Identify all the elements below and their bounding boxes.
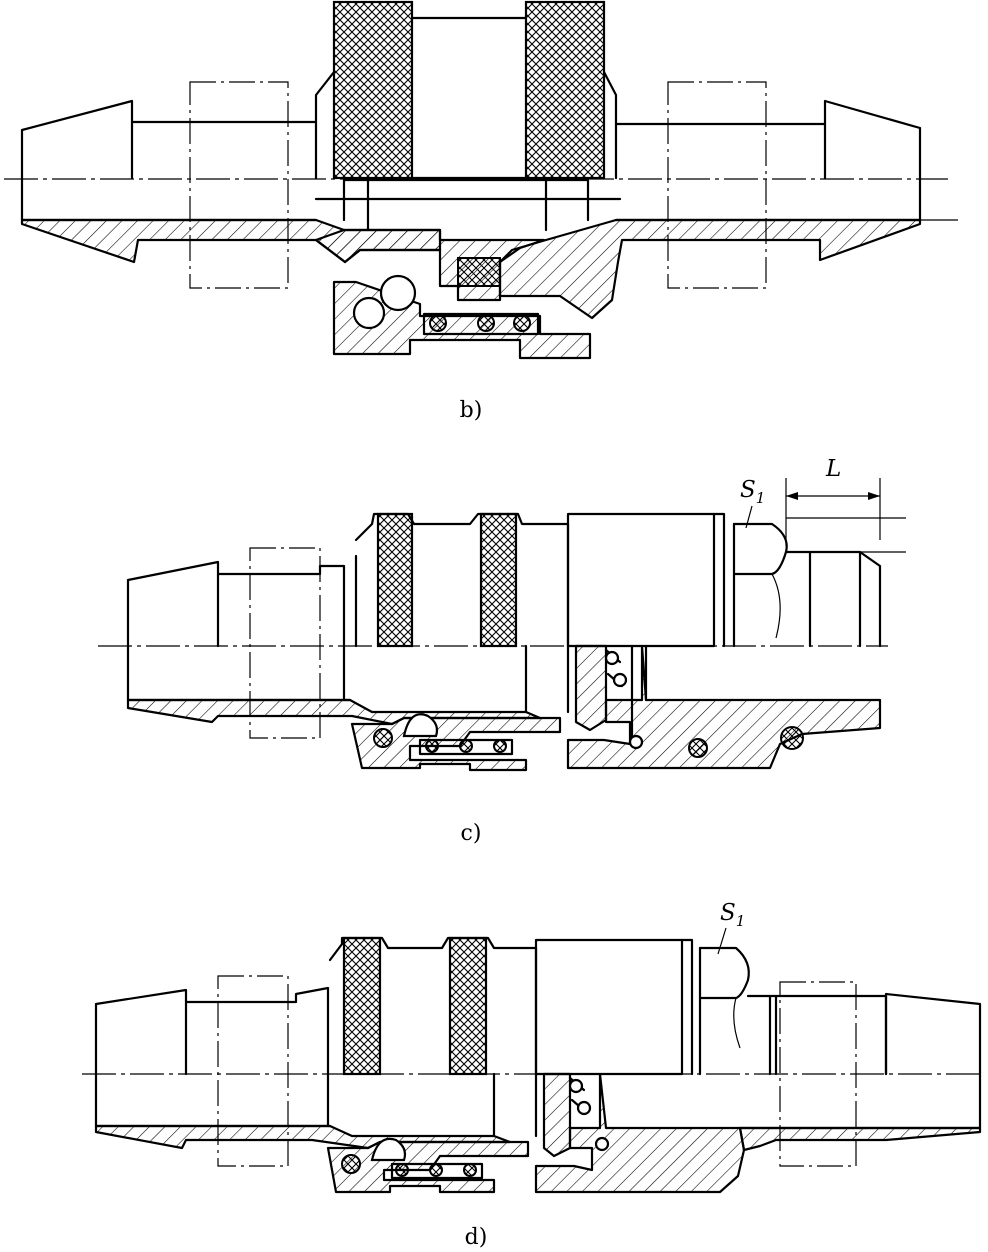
o-ring-c-3 [780, 726, 804, 750]
knurled-ring-right-b [524, 0, 606, 180]
knurled-ring-left-b [332, 0, 414, 180]
sectioned-sleeve-c [350, 716, 562, 772]
sectioned-body-right-b [498, 218, 922, 320]
hose-barb-left-c [126, 560, 352, 702]
spring-coil-d-6 [463, 1163, 477, 1177]
plug-body-c [784, 550, 882, 648]
coupling-drawing-b: b) [4, 0, 958, 423]
spring-coil-b-2 [477, 314, 495, 332]
coupler-sleeve-d [534, 938, 684, 1076]
sectioned-valve-d [542, 1072, 572, 1158]
caption-d: d) [465, 1225, 488, 1250]
coupling-drawing-d: S1 d) [82, 900, 982, 1250]
o-ring-c-2 [688, 738, 708, 758]
coupling-drawing-c: L S1 c) [98, 456, 906, 846]
knurled-ring-left-d [342, 936, 382, 1076]
spring-coil-b-3 [513, 314, 531, 332]
seal-label-s1-d: S1 [720, 900, 745, 930]
seal-bump-s1-d [698, 946, 750, 1000]
phantom-nut-left-b [189, 81, 289, 289]
knurled-ring-right-c [479, 512, 518, 648]
spring-coil-d-2 [576, 1100, 592, 1116]
spring-coil-c-5 [459, 739, 473, 753]
lock-ball-d [370, 1137, 407, 1162]
sectioned-tail-right-d [738, 1126, 982, 1152]
spring-coil-d-4 [395, 1163, 409, 1177]
phantom-nut-c [249, 547, 321, 739]
hose-barb-left-d [94, 986, 332, 1128]
plug-body-d [746, 994, 888, 1076]
spring-coil-c-2 [612, 672, 628, 688]
phantom-nut-right-d [779, 981, 857, 1167]
sectioned-coupler-body-d [534, 1072, 746, 1194]
seal-bump-s1-c [732, 522, 788, 576]
lock-ball-b-1 [379, 274, 417, 312]
spring-coil-c-1 [604, 650, 620, 666]
caption-c: c) [461, 821, 482, 846]
caption-b: b) [460, 398, 483, 423]
coupler-sleeve-c [566, 512, 716, 648]
hose-barb-left-b [20, 99, 318, 222]
spring-coil-d-1 [568, 1078, 584, 1094]
knurled-ring-right-d [448, 936, 488, 1076]
spring-coil-d-3 [594, 1136, 610, 1152]
hose-barb-right-b [614, 99, 922, 222]
dimension-label-l: L [825, 456, 841, 482]
sectioned-coupler-body-c [566, 644, 882, 770]
o-ring-c-1 [373, 728, 393, 748]
phantom-nut-right-b [667, 81, 767, 289]
spring-coil-c-6 [493, 739, 507, 753]
lock-ball-b-2 [352, 296, 386, 330]
phantom-nut-left-d [217, 975, 289, 1167]
seal-ring-b [457, 257, 501, 287]
o-ring-d-1 [341, 1154, 361, 1174]
spring-coil-c-4 [425, 739, 439, 753]
seal-label-s1-c: S1 [740, 477, 765, 507]
lock-ball-c [402, 713, 439, 738]
spring-coil-b-1 [429, 314, 447, 332]
knurled-ring-left-c [376, 512, 414, 648]
spring-coil-c-3 [628, 734, 644, 750]
sectioned-valve-c [574, 644, 608, 732]
spring-coil-d-5 [429, 1163, 443, 1177]
